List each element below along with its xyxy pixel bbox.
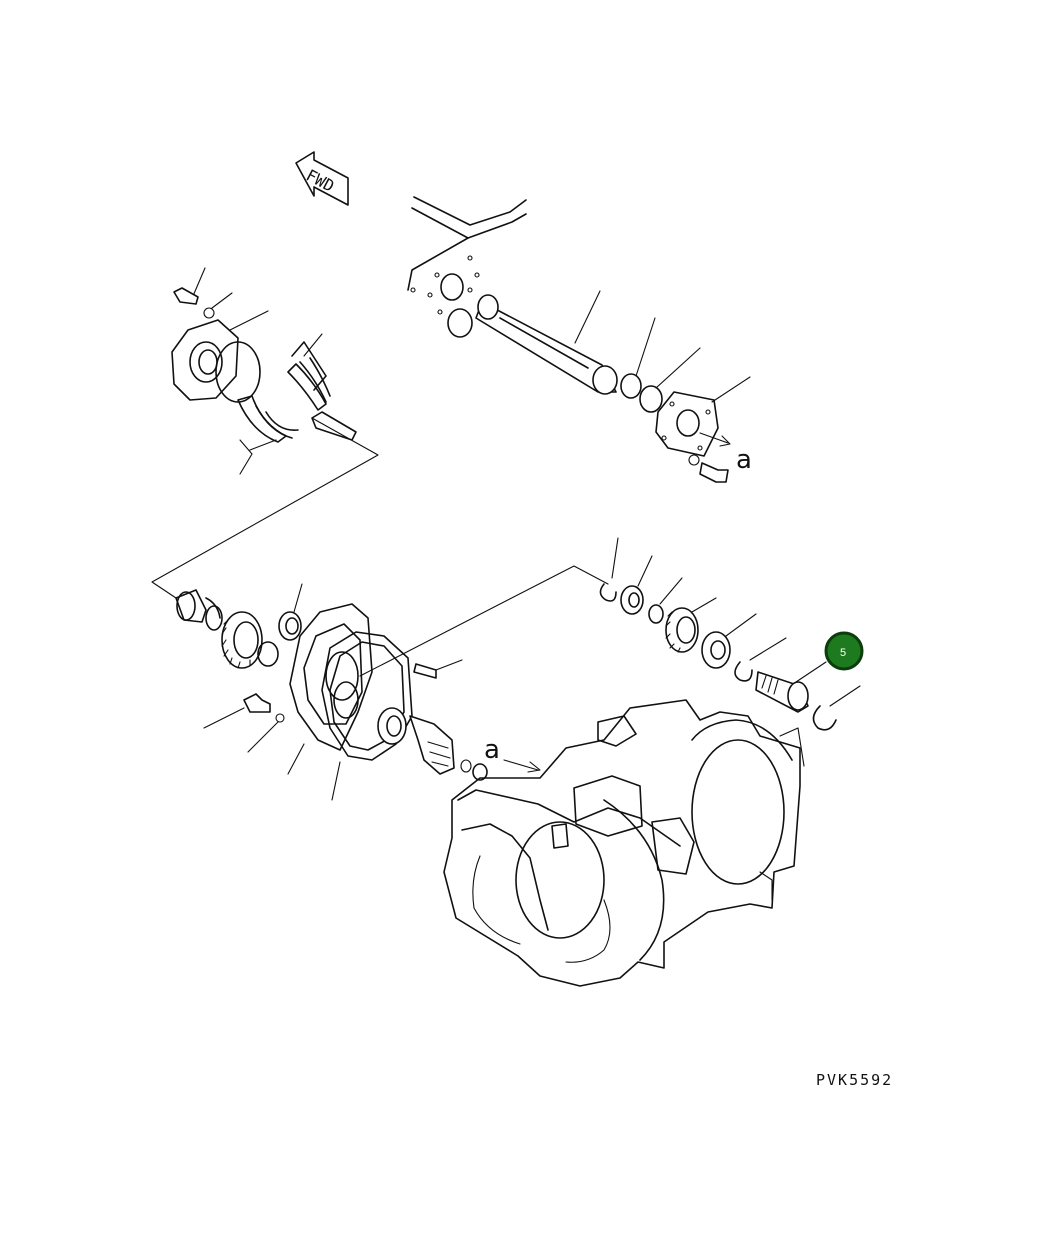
drawing-code: PVK5592 [816,1071,893,1089]
snap-ring-mid [734,637,787,682]
transmission-case [443,699,805,987]
callout-badge[interactable]: 5 [824,631,864,671]
o-ring-1 [620,373,642,399]
housing-gasket [215,341,261,403]
snap-ring-bottom [812,685,861,731]
stud-bolt [311,411,357,441]
o-ring-2 [639,385,663,413]
upper-left-washer [203,307,215,319]
long-shaft [475,290,618,395]
coupling [620,555,653,615]
shim-set [237,333,331,475]
pinion-shaft [377,707,488,781]
ref-a-bottom: a [484,735,500,765]
gear-large [221,611,279,669]
cover-plate [655,376,751,457]
ref-a-arrow [503,759,539,771]
frame-bracket [407,196,527,338]
fwd-arrow: FWD [295,151,349,206]
dowel-pin [413,663,437,679]
bearing-small-left [278,583,303,641]
cover-bolt-lower [203,693,285,753]
ref-a-top: a [736,445,752,475]
upper-left-bolt [173,267,206,305]
gearbox-cover-plate [289,603,373,751]
bearing-housing [171,310,269,401]
snap-ring-top [599,537,619,602]
group-leader-1 [151,417,379,599]
splined-shaft [755,661,827,713]
group-leader-2 [359,565,609,677]
bearing-assembly-left [175,589,223,631]
bearing-right [701,613,757,669]
callout-number: 5 [840,647,846,659]
spacer-ring [648,604,664,624]
gear-small-right [665,597,717,653]
cover-bolt [688,454,729,483]
